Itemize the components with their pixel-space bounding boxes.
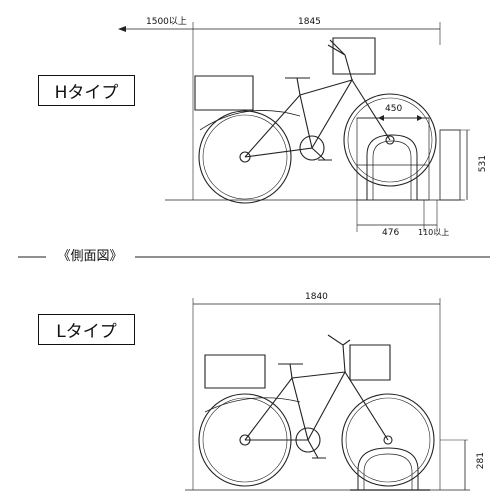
h-height-label: 531 [478,155,488,173]
h-rack-front [357,115,437,232]
h-front-wheel [344,94,436,186]
l-rack-front [350,448,430,490]
h-gap-label: 110以上 [418,228,450,237]
h-type-label: Hタイプ [54,83,119,103]
h-rack-body [440,130,460,200]
h-total-length-label: 1845 [298,17,321,27]
h-rear-basket [195,76,253,110]
l-type-label-box: Lタイプ [38,314,135,345]
h-type-label-box: Hタイプ [38,75,135,106]
l-type-label: Lタイプ [56,322,117,342]
l-height-label: 281 [476,452,486,470]
side-view-title: 《側面図》 [57,249,123,264]
l-front-basket [350,345,390,380]
h-front-basket [333,38,375,74]
h-front-dim-arrowhead [118,26,126,32]
h-base-depth-label: 476 [382,228,400,238]
h-rear-wheel [199,111,291,203]
l-rear-basket [205,355,265,388]
h-rack-width-label: 450 [385,104,403,114]
h-bicycle [195,38,436,203]
l-total-length-label: 1840 [305,292,328,302]
h-front-clearance-label: 1500以上 [146,17,187,27]
l-bicycle [199,335,434,486]
l-front-wheel [342,394,434,486]
